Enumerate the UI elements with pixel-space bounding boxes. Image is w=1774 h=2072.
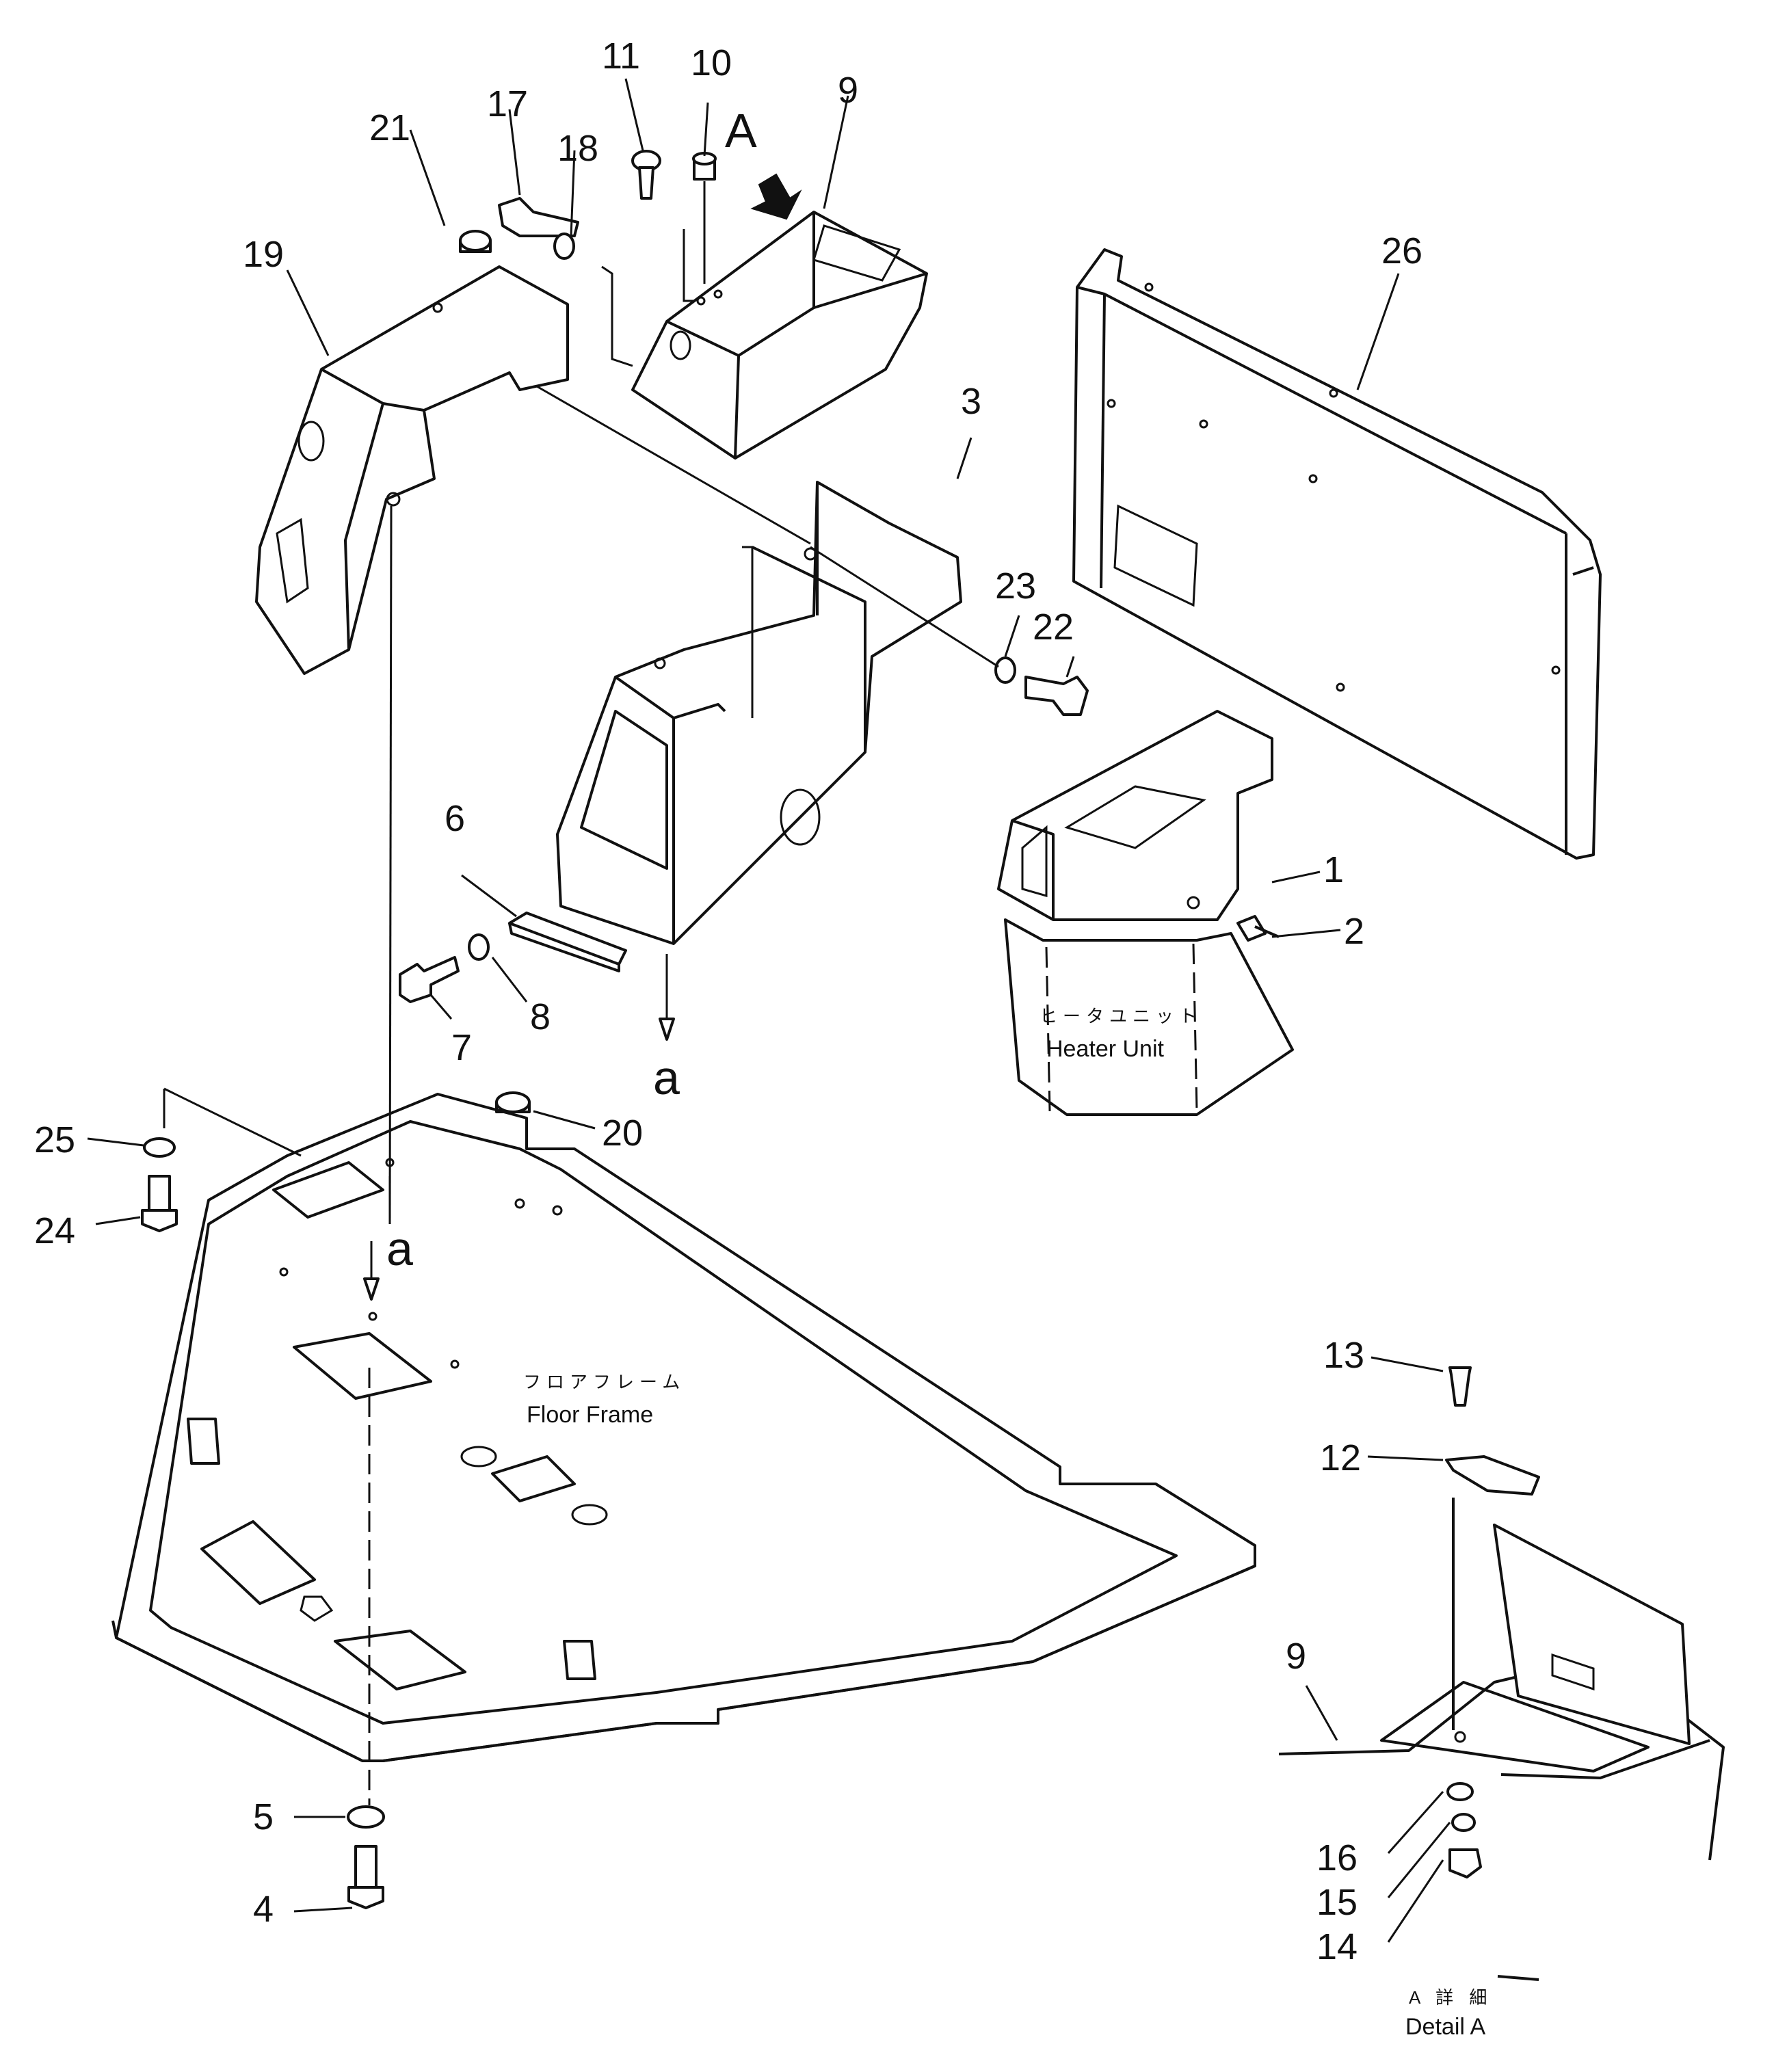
callout-10: 10 xyxy=(691,42,732,83)
callout-26: 26 xyxy=(1381,230,1422,271)
part-7-bolt xyxy=(399,956,460,1003)
callout-23: 23 xyxy=(995,566,1036,607)
part-23-washer xyxy=(994,656,1016,684)
callout-5: 5 xyxy=(253,1796,274,1837)
callout-20: 20 xyxy=(602,1113,643,1154)
heater-unit-label-jp: ヒータユニット xyxy=(1040,1006,1202,1026)
callout-9: 9 xyxy=(838,70,858,111)
part-6-bracket xyxy=(508,912,627,972)
assembly-lines xyxy=(163,181,999,1805)
part-9-box xyxy=(631,211,928,460)
part-8-washer xyxy=(468,933,490,961)
part-15-lockwasher xyxy=(1451,1813,1476,1832)
part-14-nut xyxy=(1448,1848,1482,1878)
callout-17: 17 xyxy=(487,83,528,124)
callout-13: 13 xyxy=(1323,1335,1364,1376)
part-2-screw xyxy=(1236,915,1280,942)
callout-25: 25 xyxy=(34,1119,75,1160)
part-3-console xyxy=(556,481,962,945)
detail-a-label-en: Detail A xyxy=(1405,2014,1485,2040)
heater-unit xyxy=(1004,918,1294,1116)
part-25-washer xyxy=(143,1137,176,1158)
part-17-bolt xyxy=(498,197,579,237)
callout-24: 24 xyxy=(34,1210,75,1251)
part-26-panel xyxy=(1072,248,1602,860)
callout-16: 16 xyxy=(1316,1837,1358,1878)
callout-3: 3 xyxy=(961,381,981,422)
callout-18: 18 xyxy=(557,128,598,169)
callout-7: 7 xyxy=(451,1027,472,1068)
part-20-grommet xyxy=(495,1091,531,1113)
callout-19: 19 xyxy=(243,234,284,275)
floor-frame-label-jp: フロアフレーム xyxy=(523,1372,685,1392)
part-11-screw xyxy=(631,150,661,200)
part-22-bolt xyxy=(1024,676,1089,716)
connector-arrow-a-top xyxy=(659,1018,675,1041)
callout-15: 15 xyxy=(1316,1882,1358,1923)
part-24-bolt xyxy=(141,1175,178,1232)
floor-frame-label-en: Floor Frame xyxy=(527,1402,653,1428)
callout-4: 4 xyxy=(253,1889,274,1930)
callout-11: 11 xyxy=(602,36,640,77)
part-18-washer xyxy=(553,233,575,260)
part-10-plug xyxy=(692,152,717,181)
part-13-screw xyxy=(1448,1366,1472,1407)
callout-8: 8 xyxy=(530,996,551,1037)
view-arrow-a xyxy=(750,173,802,220)
leader-lines xyxy=(87,78,1451,1943)
callout-2: 2 xyxy=(1344,911,1364,952)
part-5-washer xyxy=(347,1805,385,1829)
detail-a-label-jp: A 詳 細 xyxy=(1409,1987,1492,2008)
part-4-bolt xyxy=(347,1845,384,1909)
part-1-duct xyxy=(997,710,1273,921)
heater-unit-label-en: Heater Unit xyxy=(1046,1036,1165,1062)
view-marker-a: A xyxy=(725,104,757,157)
callout-9-detail: 9 xyxy=(1286,1636,1306,1677)
connector-label-a-bottom: a xyxy=(386,1222,413,1275)
connector-label-a-top: a xyxy=(653,1051,680,1104)
part-16-washer xyxy=(1446,1782,1474,1801)
part-19-cover xyxy=(255,265,569,675)
callout-21: 21 xyxy=(369,107,410,148)
callout-6: 6 xyxy=(445,798,465,839)
part-21-grommet xyxy=(459,230,492,253)
floor-frame xyxy=(111,1093,1256,1762)
detail-a-view xyxy=(1278,1455,1725,1981)
callout-1: 1 xyxy=(1323,849,1344,890)
callout-12: 12 xyxy=(1320,1437,1361,1478)
callout-14: 14 xyxy=(1316,1926,1358,1967)
connector-arrow-a-bottom xyxy=(363,1277,380,1301)
callout-22: 22 xyxy=(1033,607,1074,648)
